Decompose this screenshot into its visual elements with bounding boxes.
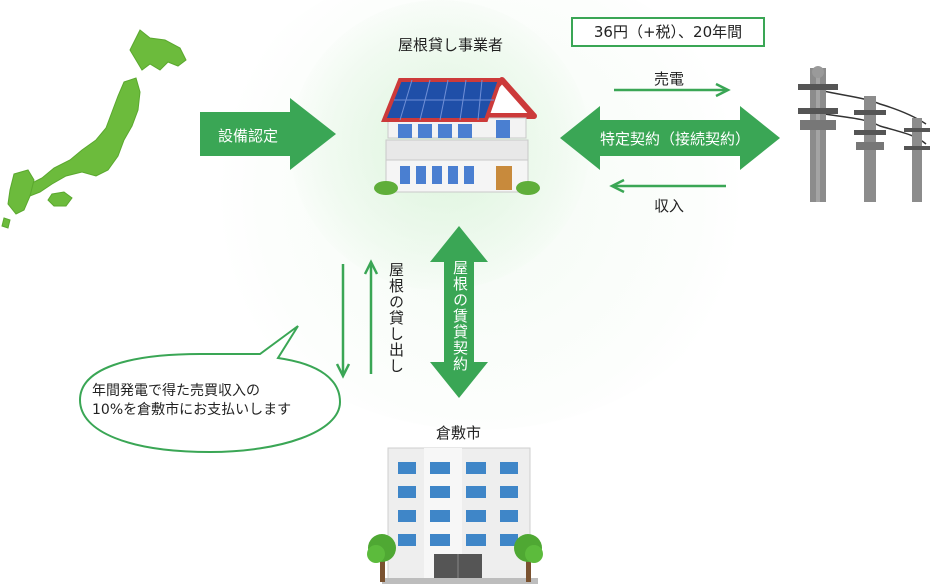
bubble-line-2: 10%を倉敷市にお支払いします <box>92 402 292 418</box>
sales-arrow <box>614 82 731 98</box>
tree-icon <box>514 534 543 582</box>
roof-lease-arrow <box>430 226 488 398</box>
specific-contract-arrow <box>560 106 780 170</box>
revenue-arrow <box>609 178 726 194</box>
bubble-text: 年間発電で得た売買収入の 10%を倉敷市にお支払いします <box>92 382 332 420</box>
roof-lending-arrows <box>335 259 379 379</box>
city-label: 倉敷市 <box>436 424 482 442</box>
roof-lease-contract-label: 屋根の賃貸契約 <box>451 260 469 372</box>
tree-icon <box>367 534 396 582</box>
price-box: 36円（+税）、20年間 <box>571 17 765 47</box>
utility-poles-icon <box>798 66 930 202</box>
equipment-certification-label: 設備認定 <box>218 127 279 145</box>
sales-label: 売電 <box>654 70 685 88</box>
japan-map-icon <box>1 29 187 229</box>
speech-bubble <box>78 325 342 454</box>
city-building-icon <box>382 447 538 584</box>
equipment-certification-arrow <box>200 98 336 170</box>
revenue-label: 収入 <box>654 197 685 215</box>
operator-title: 屋根貸し事業者 <box>398 36 504 54</box>
specific-contract-label: 特定契約（接続契約） <box>600 130 751 148</box>
roof-lending-label: 屋根の貸し出し <box>387 262 405 374</box>
bubble-line-1: 年間発電で得た売買収入の <box>92 383 260 399</box>
house-solar-icon <box>374 77 540 195</box>
